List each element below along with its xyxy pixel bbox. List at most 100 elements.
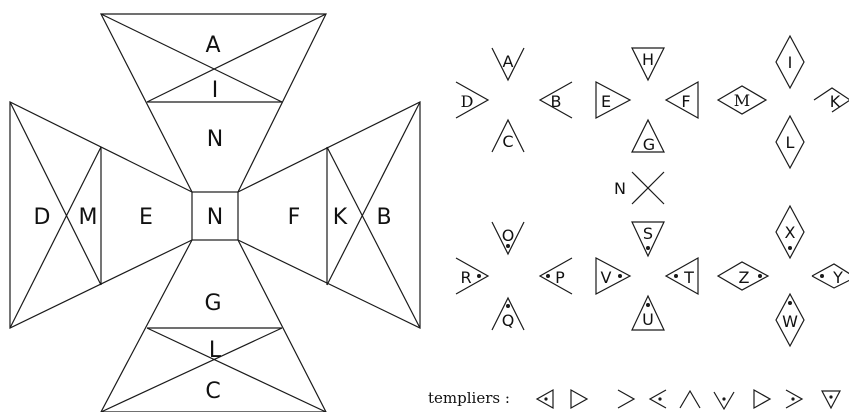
key-dot: [618, 274, 622, 278]
key-letter-u: U: [642, 310, 654, 329]
cross-letter-right-outer: B: [376, 205, 391, 230]
templiers-glyph-5: [679, 389, 701, 409]
key-letter-v: V: [601, 268, 612, 287]
key-dot: [506, 244, 510, 248]
cross-letter-left-inner: M: [79, 205, 98, 230]
cross-letter-bottom-inner: L: [209, 338, 222, 363]
key-dotted-symbol-down: [491, 296, 525, 331]
key-letter-up: A: [503, 52, 514, 71]
key-dotted-triangle-down: [631, 294, 665, 331]
key-symbol-down: [491, 118, 525, 153]
templiers-glyph-9-dot: [829, 395, 833, 399]
cross-letter-right-inner: K: [333, 205, 348, 230]
key-dot: [758, 274, 762, 278]
templiers-glyph-6: [713, 391, 735, 411]
key-diamond-left-shape: [716, 85, 768, 115]
cross-letter-top-main: N: [207, 127, 223, 152]
key-dotted-diamond-up: [775, 204, 805, 260]
key-letter-t: T: [683, 268, 694, 287]
templiers-glyph-4-dot: [658, 397, 662, 401]
key-dot: [788, 301, 792, 305]
key-dotted-diamond-right: [811, 263, 849, 277]
key-letter-r: R: [460, 268, 471, 287]
key-letter-y: Y: [832, 268, 843, 287]
key-dot: [506, 304, 510, 308]
cross-letter-top-outer: A: [205, 33, 220, 58]
key-group-plain: A B C D: [455, 47, 573, 153]
templiers-label: templiers :: [428, 389, 510, 407]
cross-top-arm: [100, 13, 327, 193]
templiers-glyph-7: [753, 388, 772, 410]
key-group-diamond: I K L M: [716, 34, 849, 170]
cross-letter-bottom-outer: C: [205, 379, 220, 404]
key-letter-z: Z: [739, 268, 750, 287]
key-letter-q: Q: [502, 311, 515, 330]
templiers-glyph-1-dot: [544, 397, 548, 401]
key-letter-e: E: [601, 92, 611, 111]
key-triangle-up: [631, 47, 665, 82]
key-dot: [477, 274, 481, 278]
key-cross-line-2: [631, 171, 665, 205]
cross-letter-left-outer: D: [34, 205, 51, 230]
key-triangle-left: [595, 81, 632, 119]
key-dot: [788, 246, 792, 250]
key-dotted-triangle-left: [595, 257, 632, 295]
key-diamond-down: [775, 114, 805, 170]
key-symbol-left: [455, 81, 490, 119]
templiers-glyph-6-dot: [722, 397, 726, 401]
key-letter-w: W: [782, 312, 798, 331]
cross-left-diag-2: [9, 146, 102, 329]
cross-left-diag-1: [9, 101, 102, 286]
templiers-glyph-9: [821, 390, 841, 410]
key-letter-h: H: [642, 50, 654, 69]
cross-bottom-diag-1: [100, 327, 283, 412]
key-symbol-up: [491, 47, 525, 82]
key-letter-x: X: [785, 223, 796, 242]
templiers-glyph-1: [535, 388, 554, 410]
key-dotted-triangle-right: [664, 256, 699, 296]
key-group-cross: N: [614, 171, 665, 205]
templiers-glyph-8: [785, 389, 804, 409]
cross-letter-center: N: [207, 205, 223, 230]
key-dot: [646, 303, 650, 307]
key-dot: [646, 246, 650, 250]
key-dotted-symbol-left: [455, 257, 490, 295]
key-letter-s: S: [643, 224, 653, 243]
key-dot: [820, 274, 824, 278]
key-group-dotted-triangle: S T U V: [595, 221, 699, 331]
key-dot: [674, 274, 678, 278]
templiers-glyph-3: [617, 389, 636, 409]
key-triangle-right: [664, 80, 699, 120]
cross-letter-right-main: F: [288, 205, 301, 230]
key-letter-left: D: [461, 92, 474, 111]
templiers-glyph-4: [648, 389, 667, 409]
key-dotted-symbol-up: [491, 221, 525, 256]
key-group-triangle: H F G E: [595, 47, 699, 154]
maltese-cross: A I N N D M E F K B G L C: [9, 13, 421, 412]
cross-right-diag-1: [326, 101, 421, 286]
cross-top-diag-1: [100, 13, 283, 103]
cross-top-diag-2: [146, 13, 327, 103]
key-dot: [546, 274, 550, 278]
key-group-dotted-plain: O P Q R: [455, 221, 573, 331]
key-dotted-diamond-right-lower: [811, 275, 849, 289]
key-dotted-triangle-up: [631, 221, 665, 258]
key-diamond-up: [775, 34, 805, 90]
key-dotted-diamond-down: [775, 292, 805, 348]
key-dotted-symbol-right: [538, 257, 573, 295]
cross-center-square: [191, 191, 239, 241]
cross-bottom-arm: [100, 239, 327, 412]
cross-letter-top-inner: I: [212, 78, 219, 103]
cross-letter-bottom-main: G: [204, 291, 221, 316]
templiers-glyph-2: [570, 388, 589, 410]
cross-bottom-diag-2: [146, 327, 327, 412]
key-dotted-diamond-left: [716, 261, 770, 291]
key-letter-n: N: [614, 179, 626, 198]
key-letter-k: K: [830, 92, 841, 111]
key-letter-m: M: [734, 91, 750, 110]
templiers-row: templiers :: [428, 388, 841, 411]
key-diamond-right: [813, 87, 849, 113]
key-letter-right: B: [551, 92, 562, 111]
